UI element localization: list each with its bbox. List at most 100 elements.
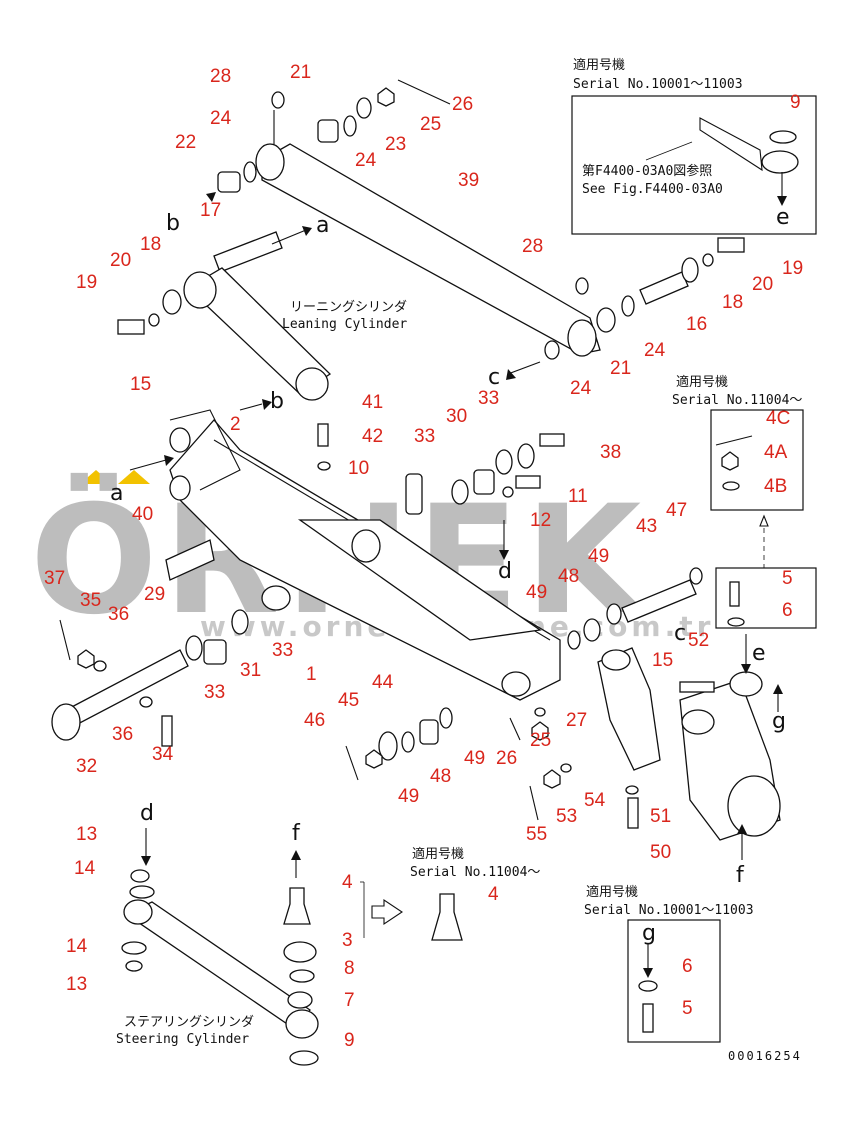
part-33b-sketch [495,449,513,475]
arrow-right-icon [371,898,403,926]
callout-26b: 26 [496,748,517,769]
arrow-a-line [271,229,307,245]
leaning-cylinder-eye [183,271,217,309]
callout-21: 21 [290,62,311,83]
part-20-sketch [702,253,714,267]
part-43-sketch [621,579,697,623]
part-33d-sketch [231,609,249,635]
knuckle-top-bore [601,649,631,671]
frame-bore-right [501,671,531,697]
ref-jp: 第F4400-03A0図参照 [582,163,712,179]
part-11-sketch [515,475,541,489]
view-letter-c2: c [674,621,686,646]
part-47-sketch [689,567,703,585]
view-letter-b2: b [270,389,284,414]
part-33c-sketch [517,443,535,469]
callout-7: 7 [344,990,355,1011]
callout-32: 32 [76,756,97,777]
part-32-sketch [51,703,81,741]
callout-11: 11 [568,486,588,507]
steering-knuckle [509,647,781,841]
steering-cylinder-eye [123,899,153,925]
steering-cylinder-rod-eye [285,1009,319,1039]
callout-48a: 48 [558,566,579,587]
callout-14b: 14 [66,936,88,957]
serial-box-right: 適用号機 Serial No.11004～ [672,374,817,629]
callout-27: 27 [566,710,587,731]
part-33e-sketch [185,635,203,661]
ref-leader [645,141,693,161]
serial-title: 適用号機 [412,846,464,862]
callout-8: 8 [344,958,355,979]
view-letter-a: a [316,213,329,238]
part-4B-sketch [722,481,740,491]
part-25-sketch [377,87,395,107]
callout-21b: 21 [610,358,631,379]
hub-top-bore [729,671,763,697]
callout-5b: 5 [682,998,693,1019]
arrow-c-icon [506,369,516,380]
callout-48b: 48 [430,766,451,787]
part-19-sketch [717,237,745,253]
center-bushings [317,423,565,505]
callout-33b: 33 [478,388,499,409]
callout-28: 28 [210,66,231,87]
bracket-15-sketch [169,409,241,491]
part-6b-sketch [638,980,658,992]
arrow-f-icon [291,850,301,860]
callout-24: 24 [210,108,232,129]
callout-41: 41 [362,392,383,413]
lower-left-bushings [51,539,249,747]
part-53-sketch [543,769,561,789]
callout-33a: 33 [414,426,435,447]
arrow-17-icon [206,192,216,202]
callout-4B: 4B [764,476,787,497]
arrow-a-icon [302,226,312,236]
callout-5: 5 [782,568,793,589]
ref-en: See Fig.F4400-03A0 [582,182,723,197]
callout-31: 31 [240,660,261,681]
callout-37: 37 [44,568,65,589]
callout-26: 26 [452,94,473,115]
right-pin-stack [544,237,745,360]
arrow-e2-icon [741,664,751,674]
main-frame-1 [169,409,561,701]
callout-24d: 24 [570,378,592,399]
callout-43: 43 [636,516,657,537]
callout-49d: 49 [398,786,419,807]
callout-23: 23 [385,134,406,155]
link-bar-body [261,143,601,355]
part-13a-sketch [130,869,150,883]
arrow-up-icon [759,514,769,527]
frame-bore-left [169,475,191,501]
part-18-sketch [681,257,699,283]
view-letter-a2: a [110,481,123,506]
callout-46: 46 [304,710,325,731]
callout-19b: 19 [782,258,803,279]
part-6-sketch [727,617,745,627]
callout-16: 16 [686,314,707,335]
callout-12: 12 [530,510,551,531]
link-bar-eye-right [567,319,597,357]
view-letter-b: b [166,211,180,236]
callout-33d: 33 [204,682,225,703]
part-49a-sketch [606,603,622,625]
callout-3: 3 [342,930,353,951]
arm-end-sketch [699,117,763,172]
part-24b-sketch [243,161,257,183]
callout-53: 53 [556,806,577,827]
arrow-f2-icon [737,824,747,834]
left-pin-stack [117,231,283,335]
leaning-cylinder: リーニングシリンダ Leaning Cylinder [183,267,407,401]
callout-40: 40 [132,504,153,525]
callout-49c: 49 [464,748,485,769]
callout-30: 30 [446,406,467,427]
callout-18: 18 [140,234,161,255]
part-50-sketch [627,797,639,829]
callout-6b: 6 [682,956,693,977]
drawing-code: 00016254 [728,1049,802,1063]
callout-18b: 18 [722,292,743,313]
pin-10-sketch [405,473,423,515]
serial-text: Serial No.10001～11003 [573,77,743,92]
callout-13a: 13 [76,824,97,845]
